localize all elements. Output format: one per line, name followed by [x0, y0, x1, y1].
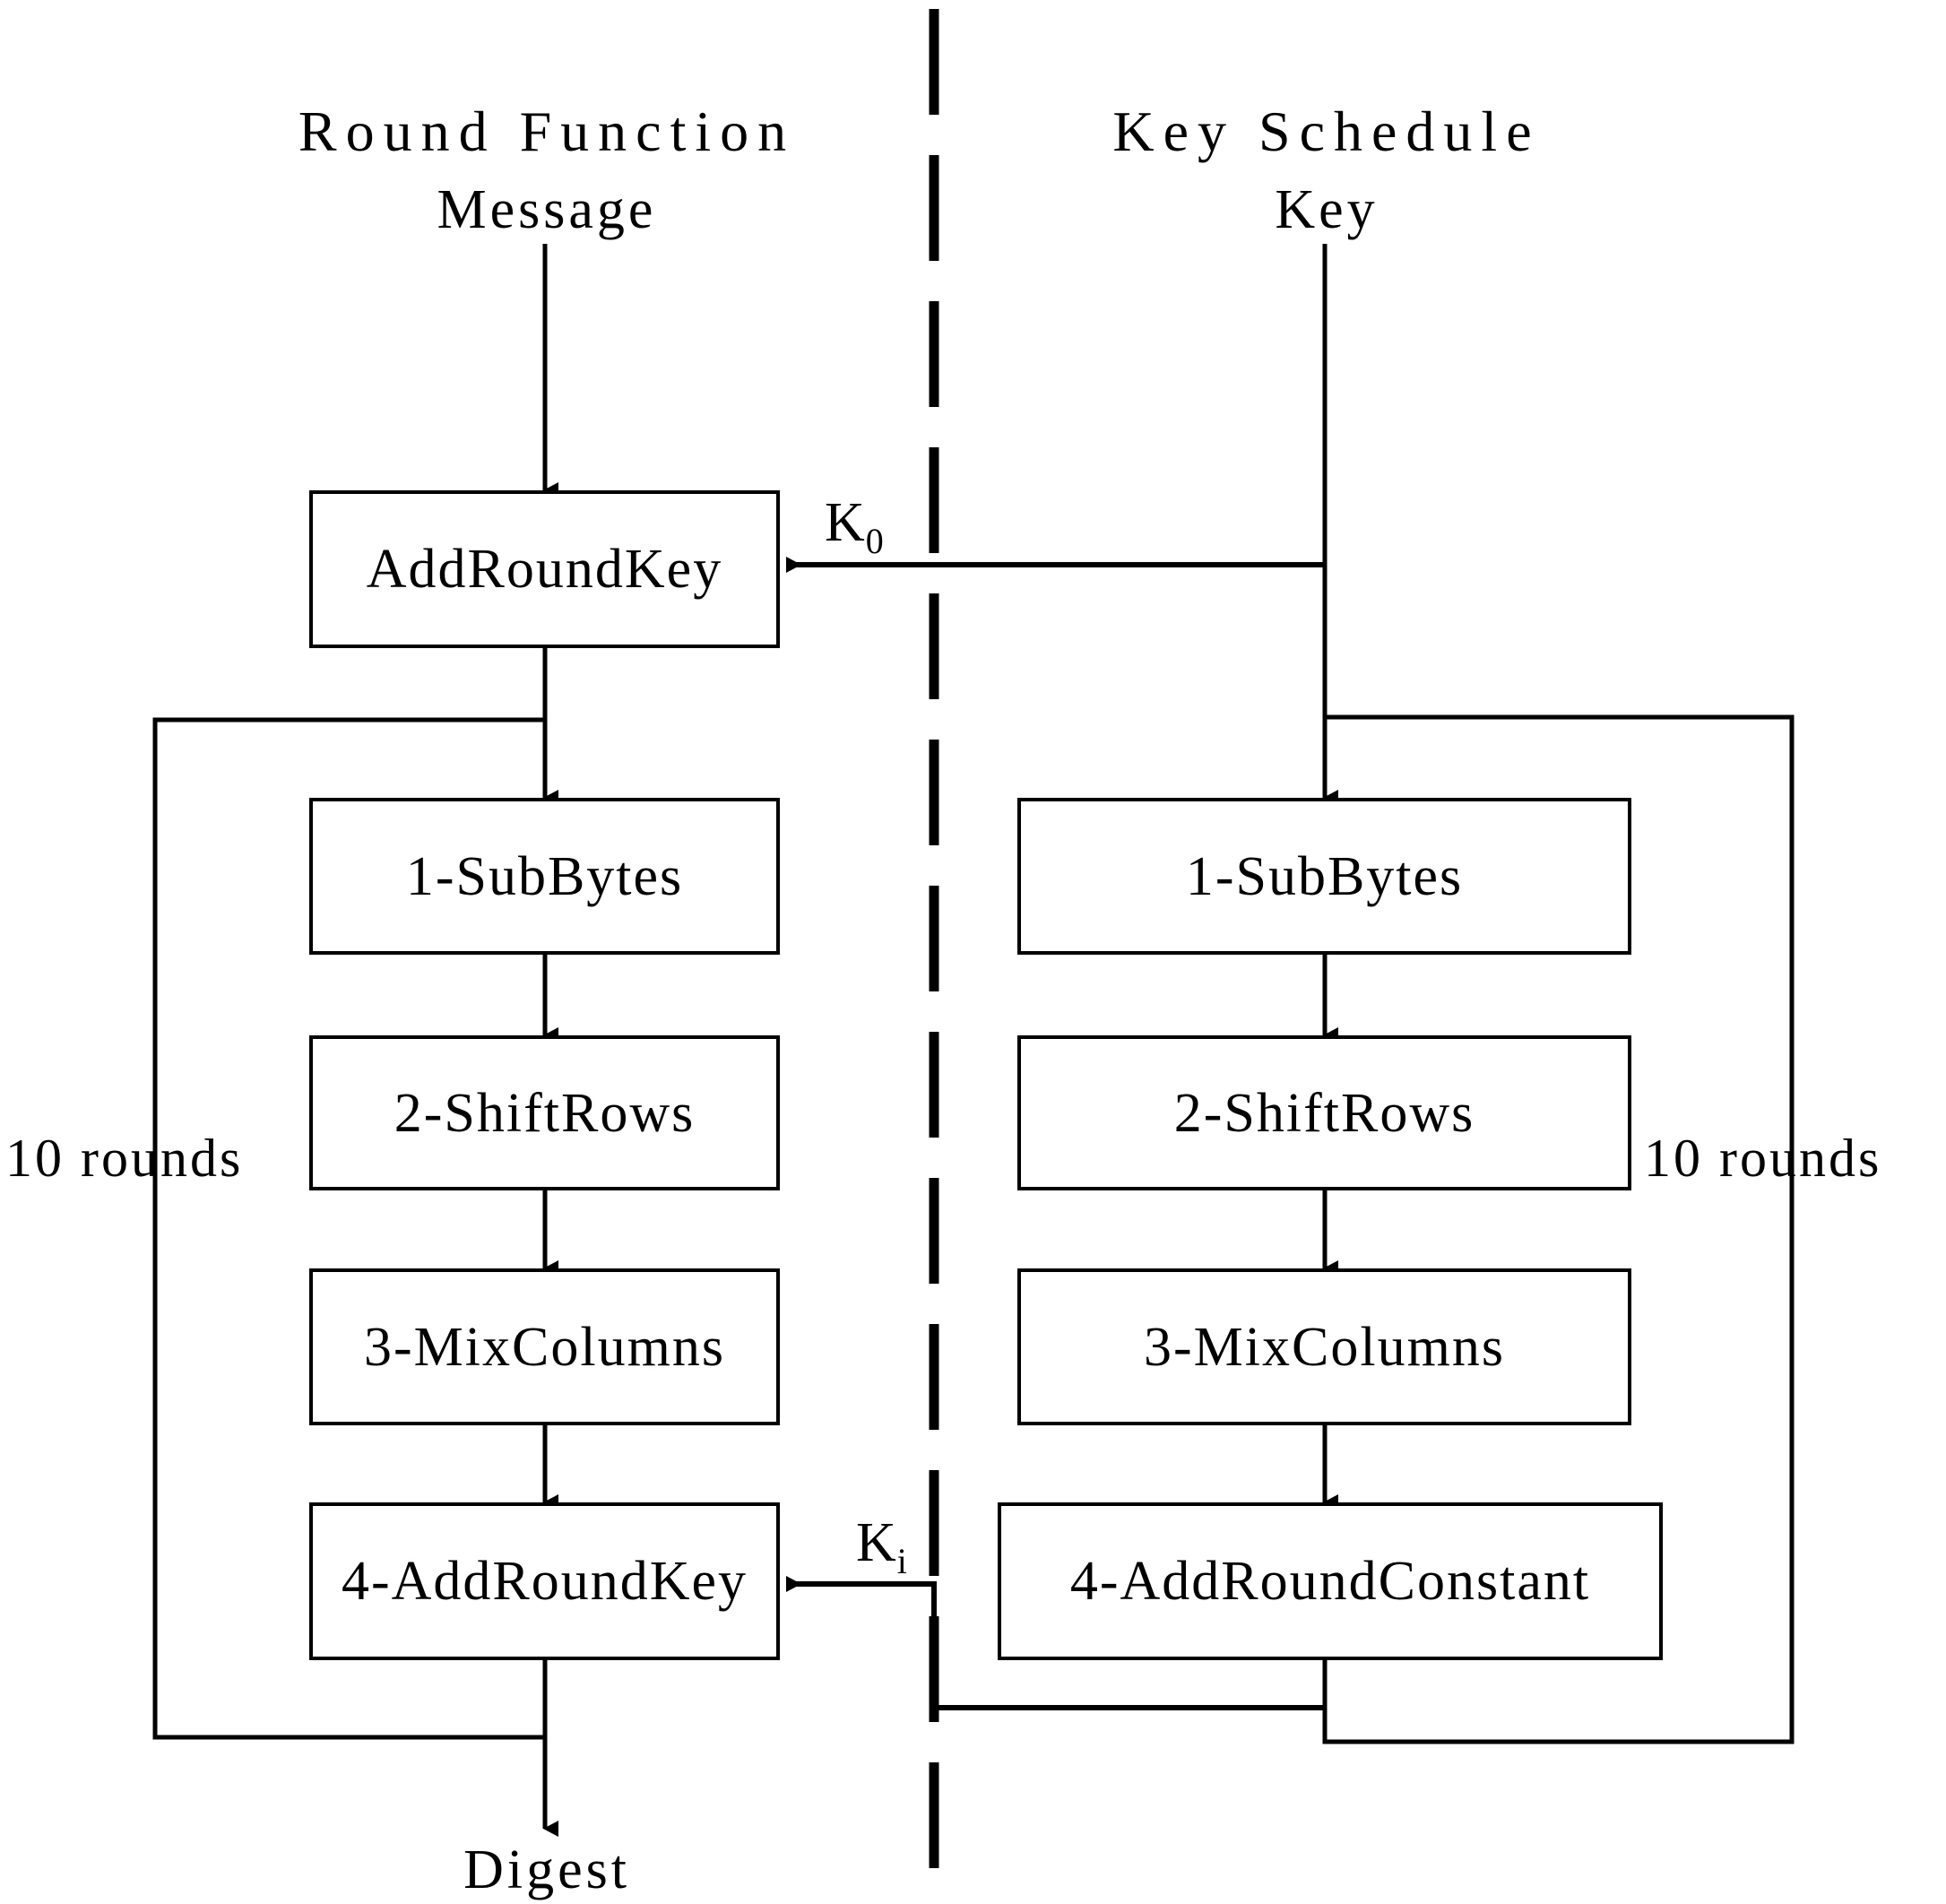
- input-label-key: Key: [1275, 179, 1379, 240]
- column-title-round-function: Round Function: [298, 100, 796, 163]
- annotation-rounds-right: 10 rounds: [1644, 1129, 1882, 1188]
- subkey-ki-subscript: i: [896, 1541, 907, 1581]
- node-mixcolumns-left[interactable]: 3-MixColumns: [309, 1268, 780, 1425]
- node-addroundkey-initial[interactable]: AddRoundKey: [309, 490, 780, 648]
- annotation-rounds-left: 10 rounds: [5, 1129, 244, 1188]
- input-label-message: Message: [437, 179, 657, 240]
- wire-ki-to-addroundkey: [786, 1576, 937, 1708]
- subkey-label-ki: Ki: [856, 1512, 907, 1579]
- subkey-ki-base: K: [856, 1512, 896, 1573]
- subkey-label-k0: K0: [825, 492, 884, 559]
- node-shiftrows-right[interactable]: 2-ShiftRows: [1017, 1035, 1631, 1190]
- node-subbytes-left[interactable]: 1-SubBytes: [309, 798, 780, 955]
- node-subbytes-right[interactable]: 1-SubBytes: [1017, 798, 1631, 955]
- node-addroundkey-round[interactable]: 4-AddRoundKey: [309, 1502, 780, 1660]
- subkey-k0-base: K: [825, 492, 865, 553]
- column-title-key-schedule: Key Schedule: [1112, 100, 1541, 163]
- node-mixcolumns-right[interactable]: 3-MixColumns: [1017, 1268, 1631, 1425]
- subkey-k0-subscript: 0: [865, 521, 884, 561]
- node-shiftrows-left[interactable]: 2-ShiftRows: [309, 1035, 780, 1190]
- node-addroundconstant[interactable]: 4-AddRoundConstant: [998, 1502, 1663, 1660]
- output-label-digest: Digest: [463, 1839, 630, 1900]
